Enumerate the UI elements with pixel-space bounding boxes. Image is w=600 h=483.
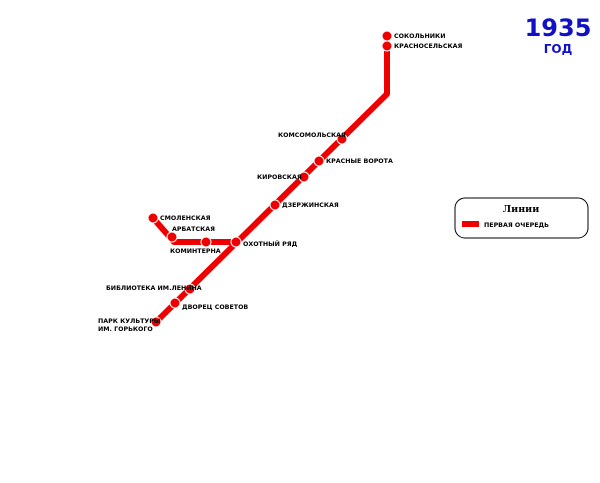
station-label-okhotny-ryad: ОХОТНЫЙ РЯД [243, 239, 298, 248]
station-dot-dzerzhinskaya[interactable] [269, 199, 281, 211]
year-caption: ГОД [544, 42, 573, 56]
station-dot-sokolniki[interactable] [381, 30, 393, 42]
legend-label-first-stage: ПЕРВАЯ ОЧЕРЕДЬ [484, 222, 549, 229]
station-dot-krasnye-vorota[interactable] [313, 155, 325, 167]
station-dot-arbatskaya[interactable] [166, 231, 178, 243]
station-label-krasnye-vorota: КРАСНЫЕ ВОРОТА [326, 158, 393, 165]
station-label-kominterna: КОМИНТЕРНА [170, 248, 221, 255]
station-dot-kominterna[interactable] [200, 236, 212, 248]
station-dot-komsomolskaya[interactable] [336, 133, 348, 145]
legend-swatch-first-stage [462, 221, 479, 227]
station-dot-biblioteka[interactable] [184, 283, 196, 295]
station-label-kirovskaya: КИРОВСКАЯ [257, 174, 302, 181]
station-label-dvorets-sovetov: ДВОРЕЦ СОВЕТОВ [182, 304, 248, 311]
station-labels: СОКОЛЬНИКИ КРАСНОСЕЛЬСКАЯ КОМСОМОЛЬСКАЯ … [98, 33, 462, 333]
station-label-krasnoselskaya: КРАСНОСЕЛЬСКАЯ [394, 43, 462, 50]
station-label-park-kultury-line1: ПАРК КУЛЬТУРЫ [98, 318, 160, 325]
station-label-dzerzhinskaya: ДЗЕРЖИНСКАЯ [282, 202, 339, 209]
station-dot-dvorets-sovetov[interactable] [169, 297, 181, 309]
stations [147, 30, 393, 328]
legend-title: Линии [503, 204, 540, 215]
station-label-sokolniki: СОКОЛЬНИКИ [394, 33, 445, 40]
station-label-arbatskaya: АРБАТСКАЯ [172, 226, 215, 233]
legend: Линии ПЕРВАЯ ОЧЕРЕДЬ [454, 197, 589, 239]
year-label: 1935 [525, 14, 592, 42]
station-label-smolenskaya: СМОЛЕНСКАЯ [160, 215, 211, 222]
legend-box [454, 197, 589, 239]
station-label-komsomolskaya: КОМСОМОЛЬСКАЯ [278, 132, 346, 139]
station-label-park-kultury-line2: ИМ. ГОРЬКОГО [98, 326, 153, 333]
station-dot-krasnoselskaya[interactable] [381, 40, 393, 52]
station-dot-park-kultury[interactable] [150, 316, 162, 328]
station-dot-smolenskaya[interactable] [147, 212, 159, 224]
station-dot-okhotny-ryad[interactable] [230, 236, 242, 248]
station-label-biblioteka: БИБЛИОТЕКА ИМ.ЛЕНИНА [106, 285, 202, 292]
station-dot-kirovskaya[interactable] [298, 171, 310, 183]
